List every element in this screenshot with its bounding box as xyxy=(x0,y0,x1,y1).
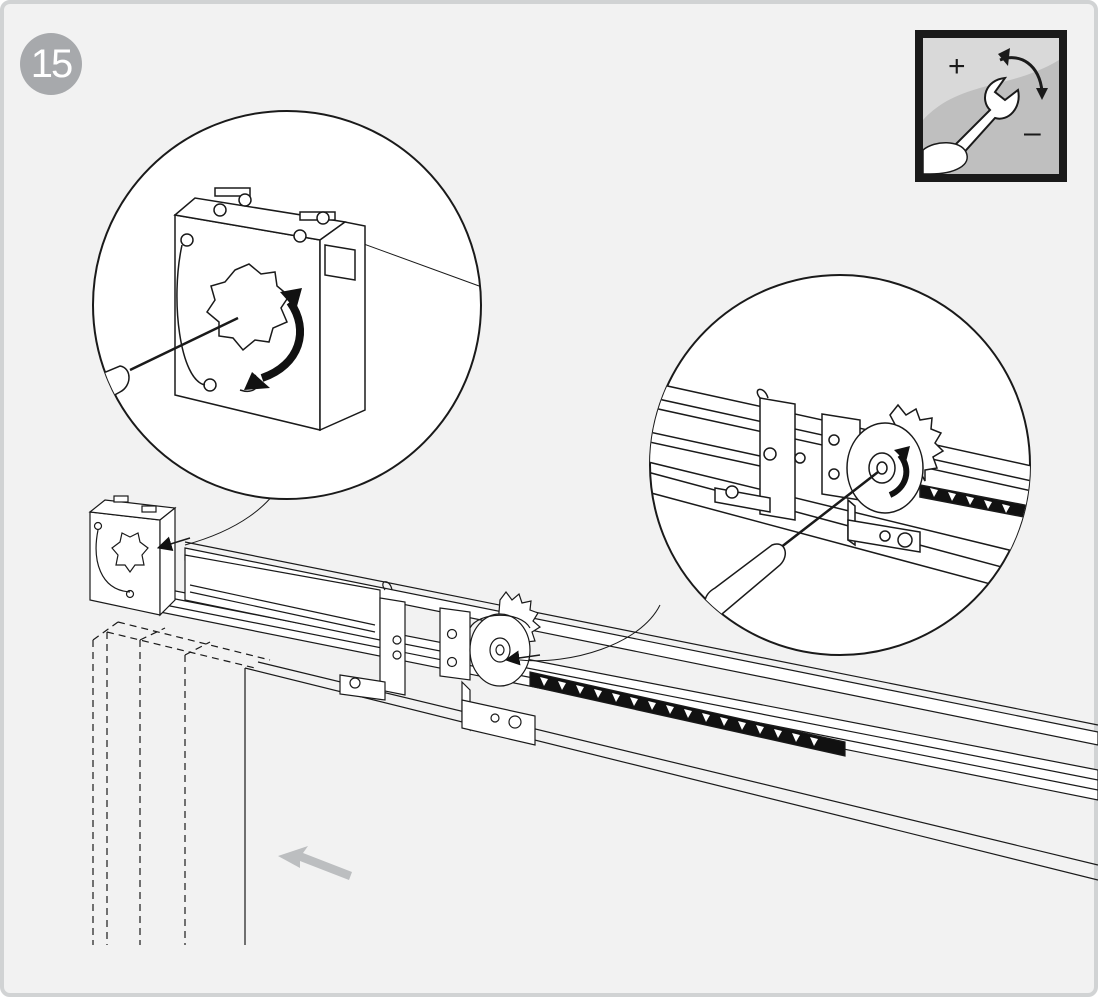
box-adjust-pointer xyxy=(156,536,191,551)
detail-circle-cog xyxy=(649,274,1031,656)
slide-direction-arrow xyxy=(278,846,352,880)
door-panel xyxy=(92,621,1098,945)
rail-assembly xyxy=(88,495,1098,801)
adjust-wrench-icon: + – xyxy=(915,30,1067,182)
step-number-badge: 15 xyxy=(20,33,82,95)
leader-line-right xyxy=(519,604,661,662)
cog-adjust-pointer xyxy=(504,650,541,666)
minus-label: – xyxy=(1024,116,1041,149)
detail-circle-box xyxy=(92,110,482,500)
plus-label: + xyxy=(948,50,966,83)
